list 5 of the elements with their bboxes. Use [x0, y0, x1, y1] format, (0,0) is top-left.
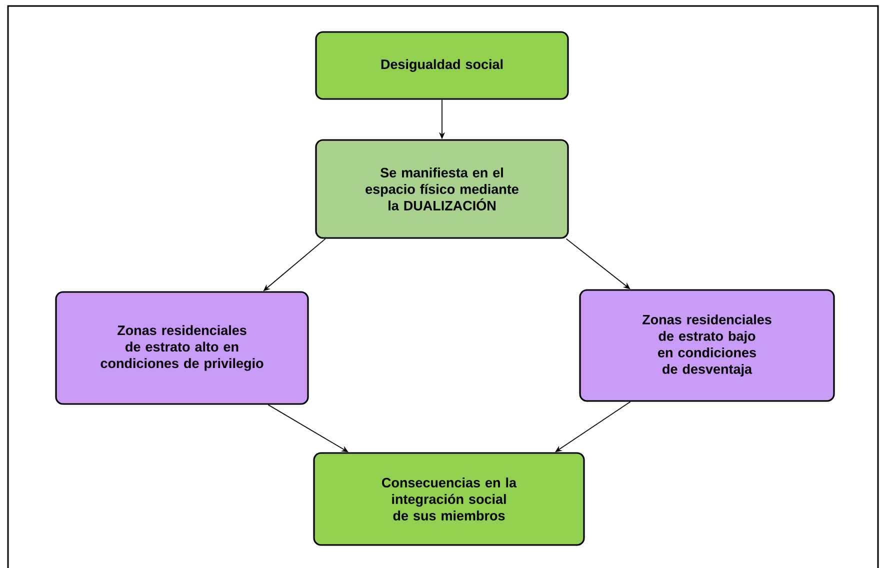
process-box: Zonas residenciales de estrato alto en condiciones de privilegio	[55, 291, 309, 405]
process-box: Se manifiesta en el espacio físico mediante la DUALIZACIÓN	[315, 139, 569, 239]
process-box: Desigualdad social	[315, 31, 569, 100]
process-box: Consecuencias en la integración social de sus miembros	[313, 452, 585, 546]
process-box: Zonas residenciales de estrato bajo en condiciones de desventaja	[579, 289, 835, 402]
